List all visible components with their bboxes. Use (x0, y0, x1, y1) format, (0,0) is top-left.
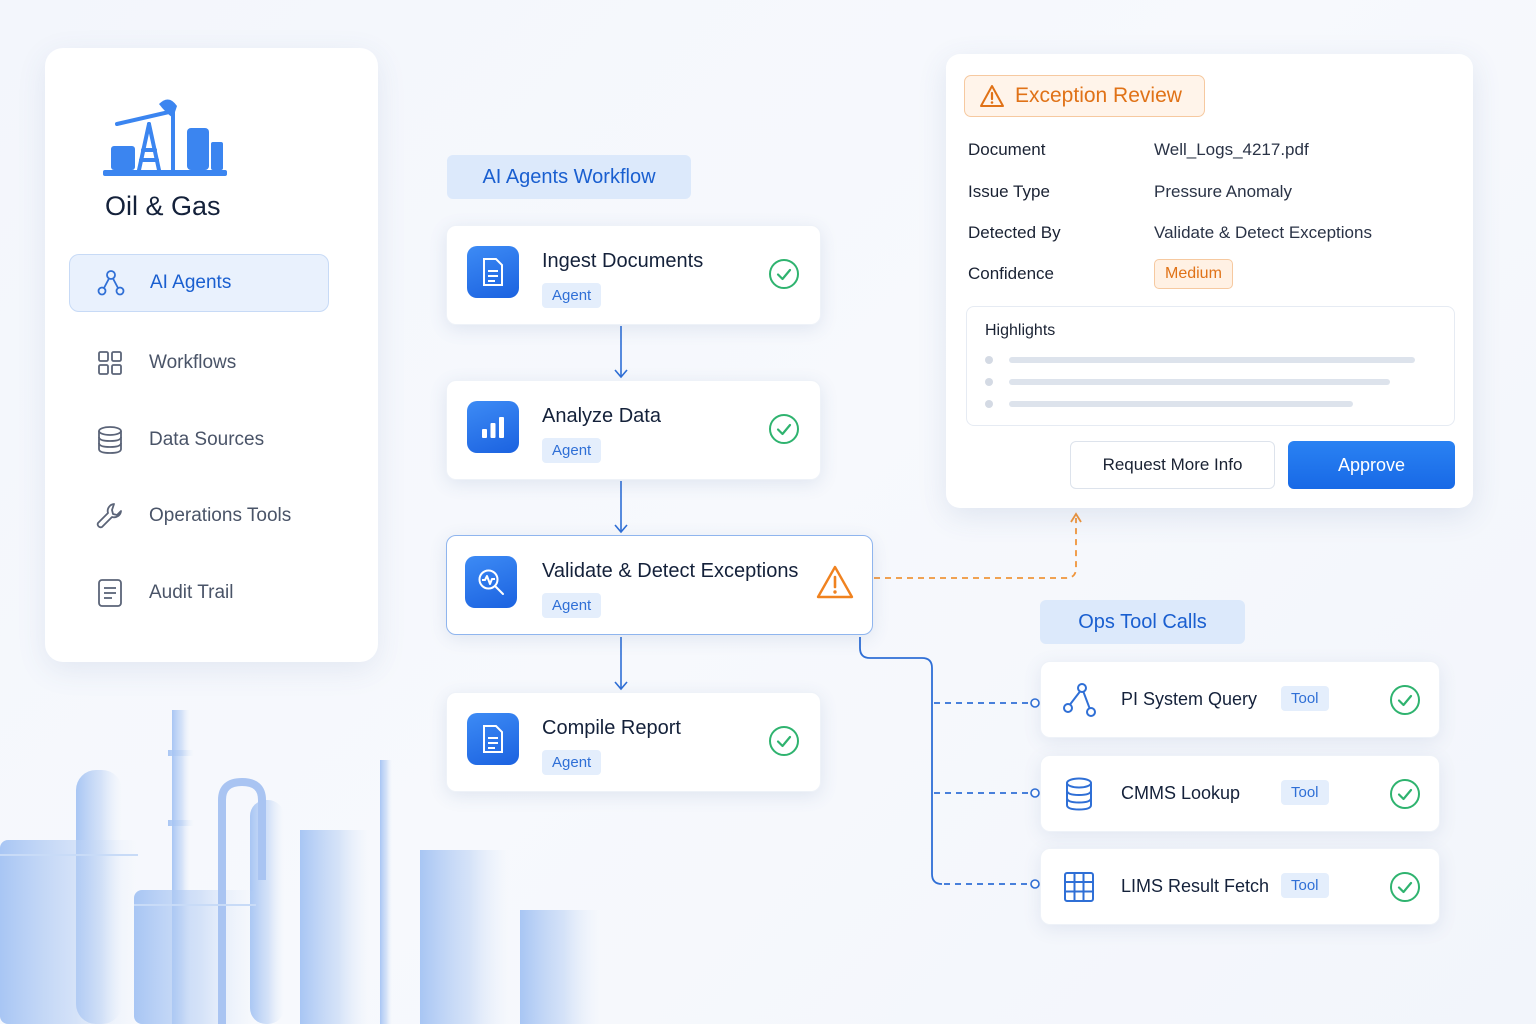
tool-card-cmms-lookup[interactable]: CMMS Lookup Tool (1040, 755, 1440, 832)
highlights-title: Highlights (985, 322, 1056, 339)
bullet-dot (985, 400, 993, 408)
workflow-step-compile-report[interactable]: Compile Report Agent (446, 692, 821, 792)
request-more-info-button[interactable]: Request More Info (1070, 441, 1275, 489)
tool-card-lims-result-fetch[interactable]: LIMS Result Fetch Tool (1040, 848, 1440, 925)
field-value-issue-type: Pressure Anomaly (1154, 182, 1292, 201)
sidebar-item-label: Data Sources (149, 429, 265, 450)
check-circle-icon (1390, 779, 1420, 809)
agents-network-icon (96, 268, 126, 298)
highlight-placeholder-line (1009, 357, 1415, 363)
document-icon (467, 246, 519, 298)
field-label-document: Document (968, 140, 1046, 159)
document-icon (467, 713, 519, 765)
step-title: Ingest Documents (542, 250, 704, 272)
exception-review-panel: Exception Review Document Well_Logs_4217… (946, 54, 1473, 508)
sidebar-item-label: Workflows (149, 352, 237, 373)
agent-tag: Agent (542, 593, 602, 618)
exception-review-title: Exception Review (1015, 84, 1182, 107)
tool-card-pi-system-query[interactable]: PI System Query Tool (1040, 661, 1440, 738)
workflow-step-validate-detect-exceptions[interactable]: Validate & Detect Exceptions Agent (446, 535, 873, 635)
sidebar-item-label: Operations Tools (149, 505, 292, 526)
tool-title: LIMS Result Fetch (1121, 876, 1270, 896)
tool-title: PI System Query (1121, 689, 1258, 709)
refinery-background-illustration (0, 710, 600, 1024)
sidebar-item-audit-trail[interactable]: Audit Trail (69, 564, 329, 622)
field-label-confidence: Confidence (968, 264, 1055, 283)
check-circle-icon (769, 726, 799, 756)
workflow-header: AI Agents Workflow (447, 155, 691, 199)
oil-pump-logo-icon (103, 99, 227, 176)
tool-tag: Tool (1281, 686, 1329, 711)
sidebar-item-data-sources[interactable]: Data Sources (69, 411, 329, 469)
field-value-detected-by: Validate & Detect Exceptions (1154, 223, 1372, 242)
check-circle-icon (1390, 872, 1420, 902)
field-label-detected-by: Detected By (968, 223, 1061, 242)
check-circle-icon (769, 259, 799, 289)
field-value-document[interactable]: Well_Logs_4217.pdf (1154, 140, 1309, 159)
sidebar-item-workflows[interactable]: Workflows (69, 334, 329, 392)
highlight-placeholder-line (1009, 379, 1390, 385)
sidebar-item-label: AI Agents (150, 272, 232, 293)
tool-title: CMMS Lookup (1121, 783, 1241, 803)
check-circle-icon (1390, 685, 1420, 715)
workflow-step-ingest-documents[interactable]: Ingest Documents Agent (446, 225, 821, 325)
check-circle-icon (769, 414, 799, 444)
table-icon (1064, 872, 1094, 902)
ops-tool-calls-header: Ops Tool Calls (1040, 600, 1245, 644)
tool-tag: Tool (1281, 873, 1329, 898)
agent-tag: Agent (542, 283, 602, 308)
database-icon (1066, 777, 1092, 811)
highlight-placeholder-line (1009, 401, 1353, 407)
magnify-pulse-icon (465, 556, 517, 608)
highlights-box: Highlights (966, 306, 1455, 426)
agent-tag: Agent (542, 750, 602, 775)
approve-button[interactable]: Approve (1288, 441, 1455, 489)
step-title: Validate & Detect Exceptions (542, 560, 799, 582)
bar-chart-icon (467, 401, 519, 453)
agent-tag: Agent (542, 438, 602, 463)
database-icon (95, 425, 125, 455)
sidebar: Oil & Gas AI Agents Workflows Data So (45, 48, 378, 662)
exception-review-badge: Exception Review (964, 75, 1205, 117)
warning-icon (980, 85, 1004, 107)
workflow-step-analyze-data[interactable]: Analyze Data Agent (446, 380, 821, 480)
bullet-dot (985, 356, 993, 364)
step-title: Compile Report (542, 717, 681, 739)
document-icon (95, 578, 125, 608)
sidebar-item-operations-tools[interactable]: Operations Tools (69, 487, 329, 545)
step-title: Analyze Data (542, 405, 661, 427)
tool-tag: Tool (1281, 780, 1329, 805)
network-nodes-icon (1063, 683, 1096, 717)
confidence-badge: Medium (1154, 259, 1233, 289)
wrench-icon (95, 501, 125, 531)
grid-icon (95, 348, 125, 378)
brand-title: Oil & Gas (105, 191, 221, 221)
sidebar-item-ai-agents[interactable]: AI Agents (69, 254, 329, 312)
bullet-dot (985, 378, 993, 386)
warning-icon (816, 565, 854, 599)
sidebar-item-label: Audit Trail (149, 582, 234, 603)
field-label-issue-type: Issue Type (968, 182, 1050, 201)
